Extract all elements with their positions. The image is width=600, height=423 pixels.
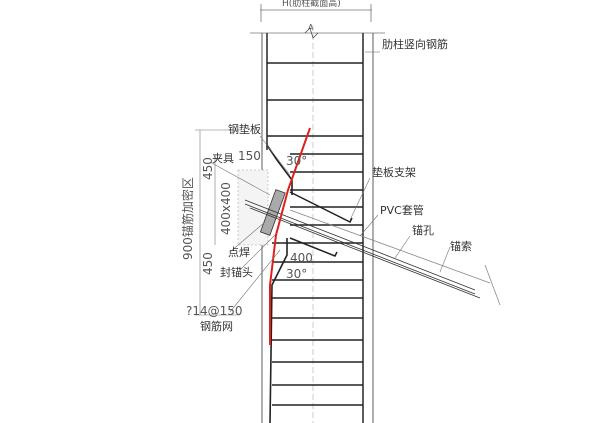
label-rebar-spec: ?14@150 xyxy=(186,304,243,318)
dim-400x400: 400x400 xyxy=(219,182,233,235)
section-mark: A xyxy=(308,23,314,32)
label-plate-support: 垫板支架 xyxy=(372,165,416,179)
label-steel-plate: 钢垫板 xyxy=(228,122,261,136)
top-dimension xyxy=(260,4,372,22)
steel-plate xyxy=(259,189,286,236)
rib-column xyxy=(250,25,385,423)
angle-bottom: 30° xyxy=(286,267,307,281)
label-clamp: 夹具 xyxy=(212,152,234,165)
label-anchor-cable: 锚索 xyxy=(450,239,472,253)
label-rib-rebar: 肋柱竖向钢筋 xyxy=(382,37,448,51)
label-zone: 900锚筋加密区 xyxy=(180,177,195,260)
angle-top: 30° xyxy=(286,154,307,168)
corbel-outline-lower xyxy=(269,238,288,423)
top-dim-label: H(肋柱截面高) xyxy=(282,0,341,9)
label-anchor-seal: 封锚头 xyxy=(220,265,253,279)
dim-450-bottom: 450 xyxy=(201,252,215,275)
label-spot-weld: 点焊 xyxy=(228,245,250,259)
dim-400: 400 xyxy=(290,251,313,265)
rebar-mesh-line xyxy=(269,127,311,345)
stirrups xyxy=(267,62,363,406)
leader-lines xyxy=(195,51,451,316)
anchor-cable xyxy=(244,199,501,306)
anchor-rebars xyxy=(289,191,353,257)
corbel-outline xyxy=(266,144,293,195)
dim-150: 150 xyxy=(238,149,261,163)
label-anchor-hole: 锚孔 xyxy=(412,223,434,237)
label-rebar-mesh: 钢筋网 xyxy=(200,319,233,333)
label-pvc-sleeve: PVC套管 xyxy=(380,203,424,217)
dim-450-top: 450 xyxy=(201,157,215,180)
